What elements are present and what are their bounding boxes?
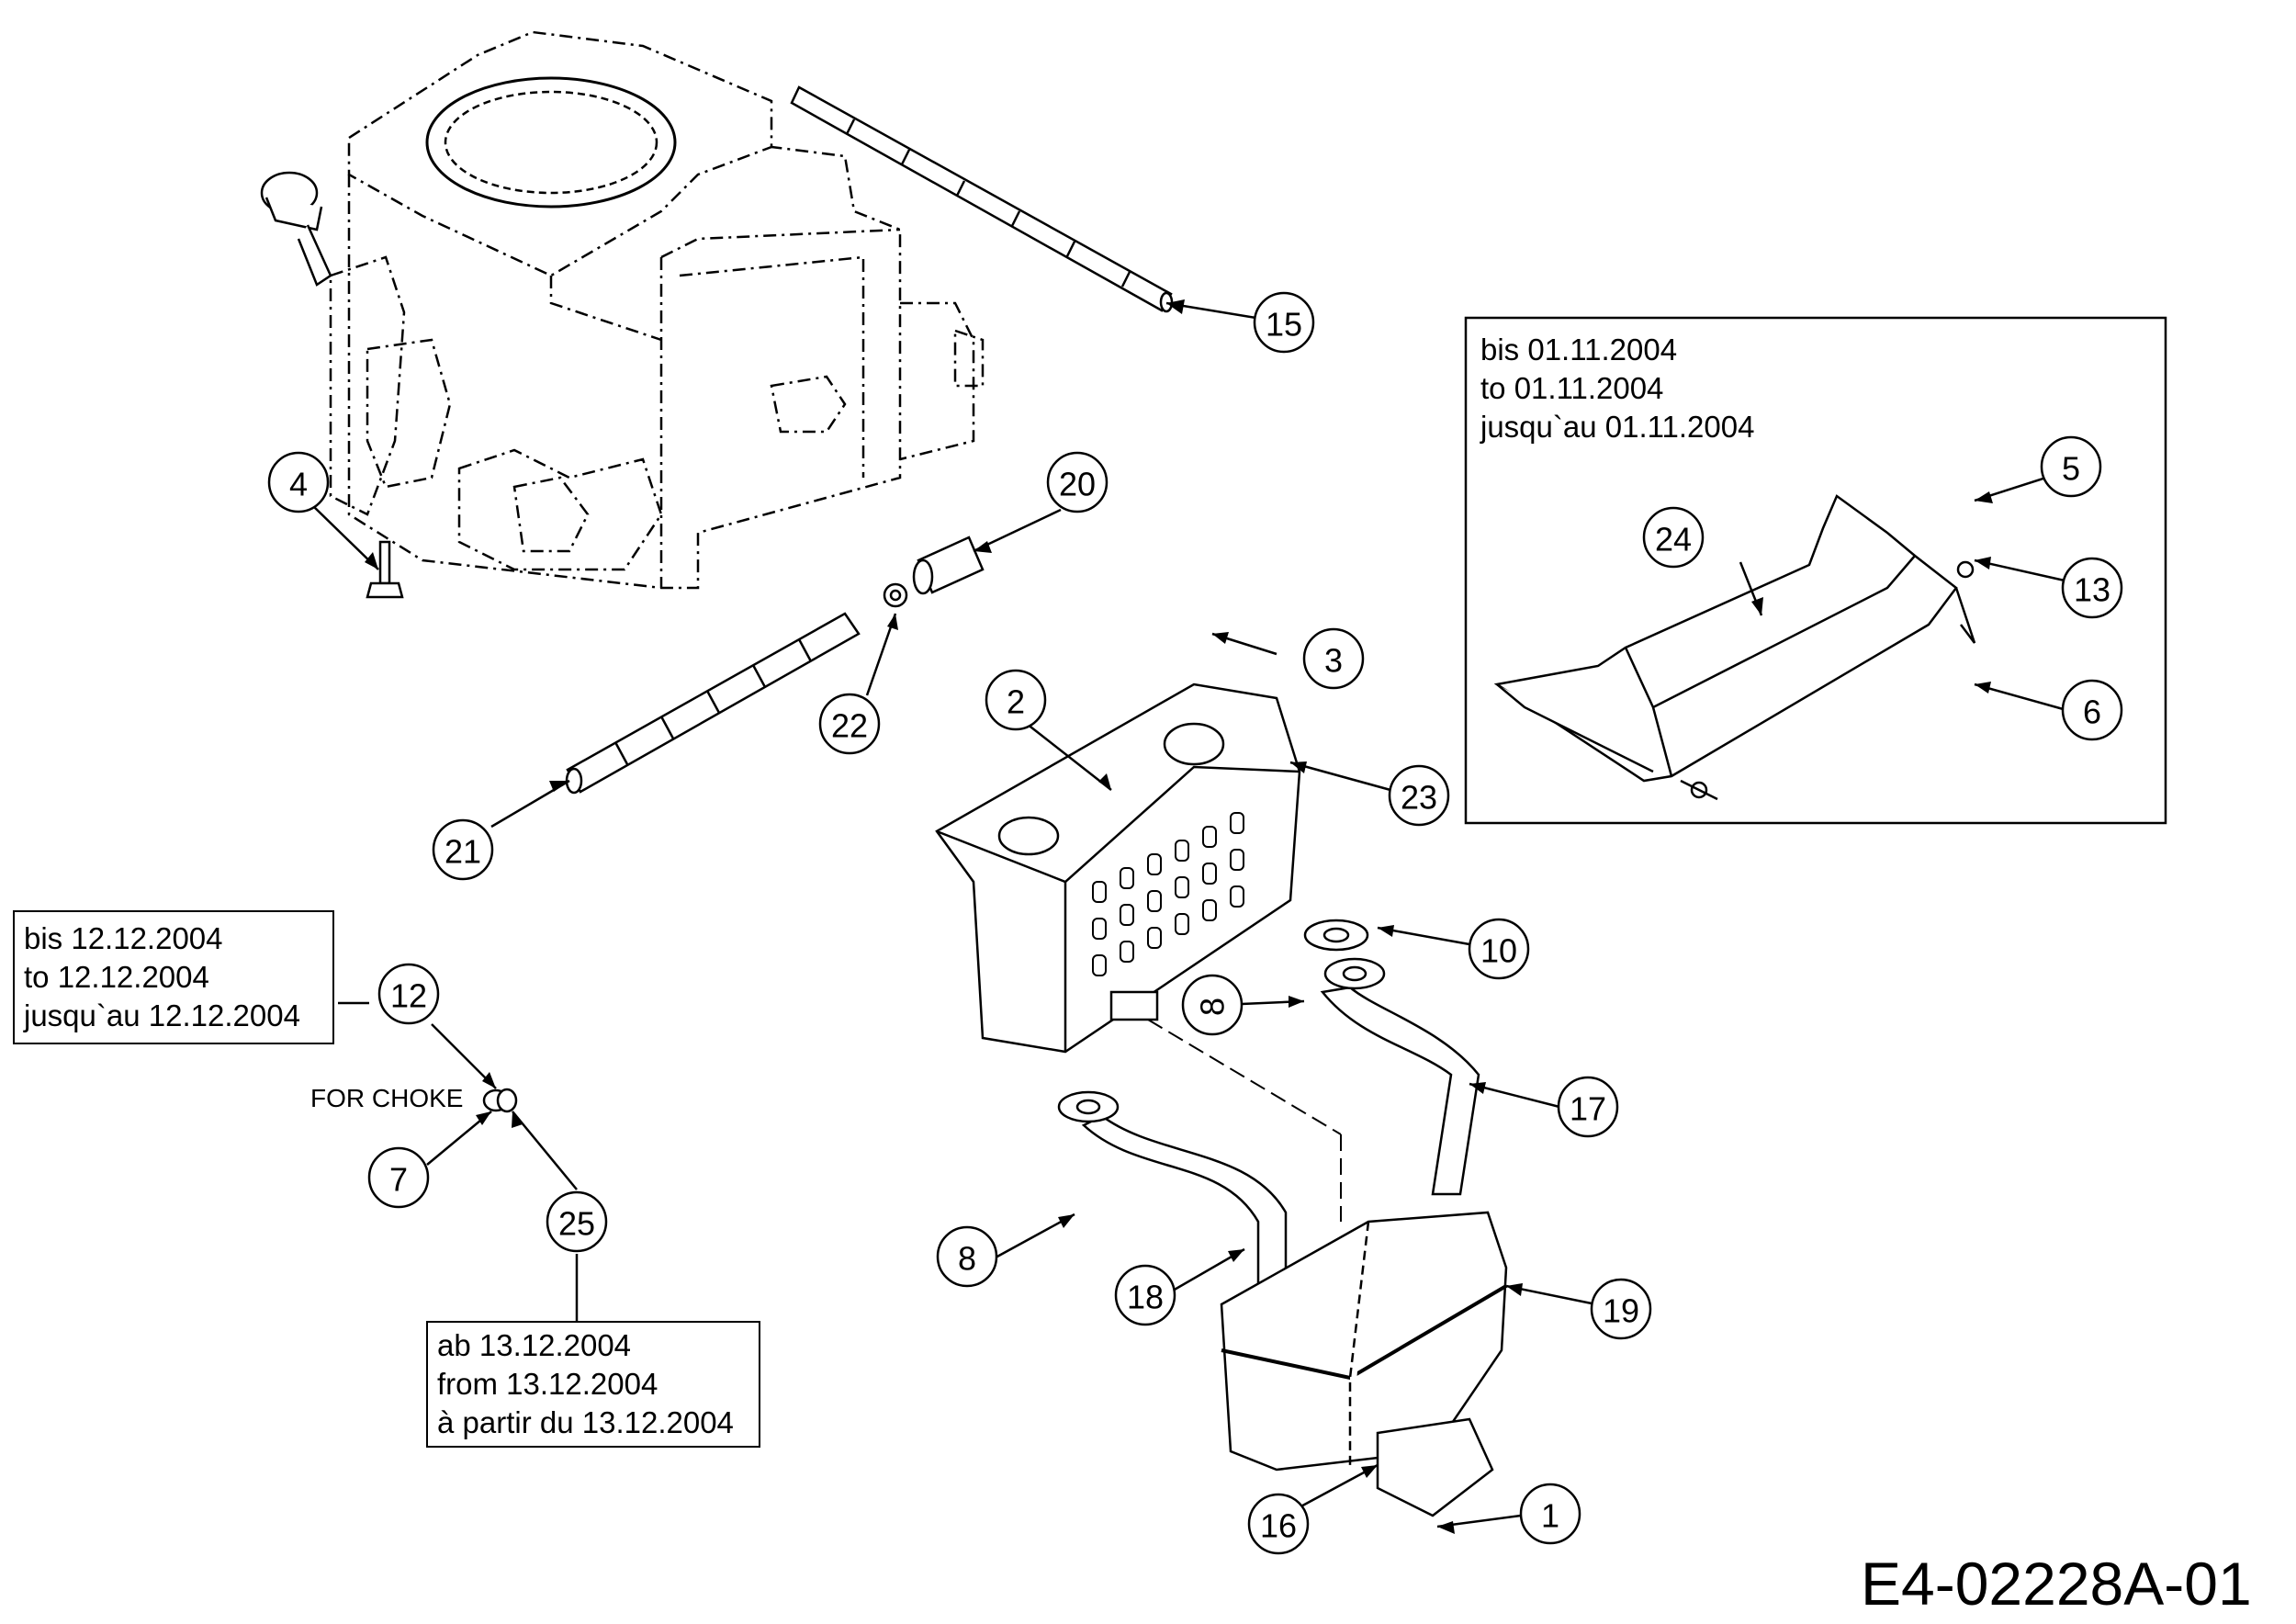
callout-16: 16 — [1247, 1493, 1310, 1555]
note-line: bis 01.11.2004 — [1480, 333, 1678, 367]
note-line: bis 12.12.2004 — [24, 921, 223, 955]
svg-text:19: 19 — [1603, 1292, 1639, 1330]
svg-text:17: 17 — [1570, 1090, 1606, 1128]
note-box-from-2004-12: ab 13.12.2004 from 13.12.2004 à partir d… — [426, 1321, 760, 1448]
svg-text:25: 25 — [558, 1205, 595, 1243]
callout-18: 18 — [1114, 1264, 1176, 1326]
svg-text:7: 7 — [389, 1161, 408, 1199]
bolt-4-drawing — [366, 540, 404, 599]
diagram-code: E4-02228A-01 — [1861, 1550, 2252, 1618]
fuel-filter-drawing — [883, 536, 985, 608]
svg-text:16: 16 — [1260, 1507, 1297, 1545]
svg-text:6: 6 — [2083, 694, 2101, 731]
callout-1: 1 — [1519, 1483, 1581, 1545]
engine-drawing — [329, 30, 985, 590]
heat-shield-drawing — [935, 682, 1301, 1054]
note-line: jusqu`au 12.12.2004 — [24, 998, 300, 1032]
callout-8-lower: 8 — [936, 1225, 998, 1288]
svg-text:22: 22 — [831, 707, 868, 745]
svg-text:1: 1 — [1541, 1497, 1559, 1535]
arrow-heads — [365, 299, 1993, 1534]
oil-filler-cap — [260, 171, 332, 287]
callout-24: 24 — [1642, 506, 1705, 569]
svg-text:21: 21 — [445, 833, 481, 871]
callout-2: 2 — [985, 669, 1047, 731]
muffler-drawing — [1220, 1211, 1508, 1517]
callout-3: 3 — [1302, 627, 1365, 690]
exhaust-pipe-17-drawing — [1320, 957, 1480, 1196]
svg-text:2: 2 — [1007, 683, 1025, 721]
note-line: to 01.11.2004 — [1480, 371, 1664, 405]
svg-text:15: 15 — [1266, 306, 1302, 344]
choke-label: FOR CHOKE — [310, 1084, 464, 1112]
callout-25: 25 — [546, 1190, 608, 1253]
svg-text:18: 18 — [1127, 1279, 1164, 1316]
callout-22: 22 — [818, 693, 881, 755]
svg-text:23: 23 — [1401, 779, 1437, 817]
callout-7: 7 — [367, 1146, 430, 1209]
note-line: from 13.12.2004 — [437, 1367, 658, 1401]
callout-5: 5 — [2040, 435, 2102, 498]
shield-24-drawing — [1493, 494, 1976, 801]
callout-4: 4 — [267, 451, 330, 513]
callout-8-upper: 8 — [1181, 974, 1244, 1036]
callout-12: 12 — [377, 963, 440, 1025]
svg-text:24: 24 — [1655, 521, 1692, 558]
callout-21: 21 — [432, 818, 494, 881]
svg-text:12: 12 — [390, 977, 427, 1015]
svg-text:13: 13 — [2074, 571, 2110, 609]
callout-6: 6 — [2061, 679, 2123, 741]
callout-17: 17 — [1557, 1076, 1619, 1138]
svg-text:3: 3 — [1324, 642, 1343, 680]
note-box-until-2004-11: bis 01.11.2004 to 01.11.2004 jusqu`au 01… — [1473, 325, 1762, 452]
callout-19: 19 — [1590, 1278, 1652, 1340]
callout-20: 20 — [1046, 451, 1109, 513]
callout-23: 23 — [1388, 764, 1450, 827]
svg-text:20: 20 — [1059, 466, 1096, 503]
note-line: ab 13.12.2004 — [437, 1328, 632, 1362]
svg-text:10: 10 — [1480, 932, 1517, 970]
note-line: à partir du 13.12.2004 — [437, 1405, 734, 1439]
callout-13: 13 — [2061, 557, 2123, 619]
hose-15-drawing — [790, 85, 1174, 313]
gaskets-drawing — [1303, 919, 1369, 952]
note-line: to 12.12.2004 — [24, 960, 209, 994]
svg-text:8: 8 — [1194, 998, 1232, 1016]
svg-text:4: 4 — [289, 466, 308, 503]
svg-text:8: 8 — [958, 1240, 976, 1278]
note-line: jusqu`au 01.11.2004 — [1480, 410, 1755, 444]
alignment-lines — [1147, 1019, 1342, 1222]
hose-21-drawing — [565, 612, 861, 795]
callout-15: 15 — [1253, 291, 1315, 354]
note-box-until-2004-12: bis 12.12.2004 to 12.12.2004 jusqu`au 12… — [13, 910, 334, 1044]
choke-fitting-drawing — [482, 1088, 518, 1113]
svg-text:5: 5 — [2062, 450, 2080, 488]
callout-10: 10 — [1468, 918, 1530, 980]
